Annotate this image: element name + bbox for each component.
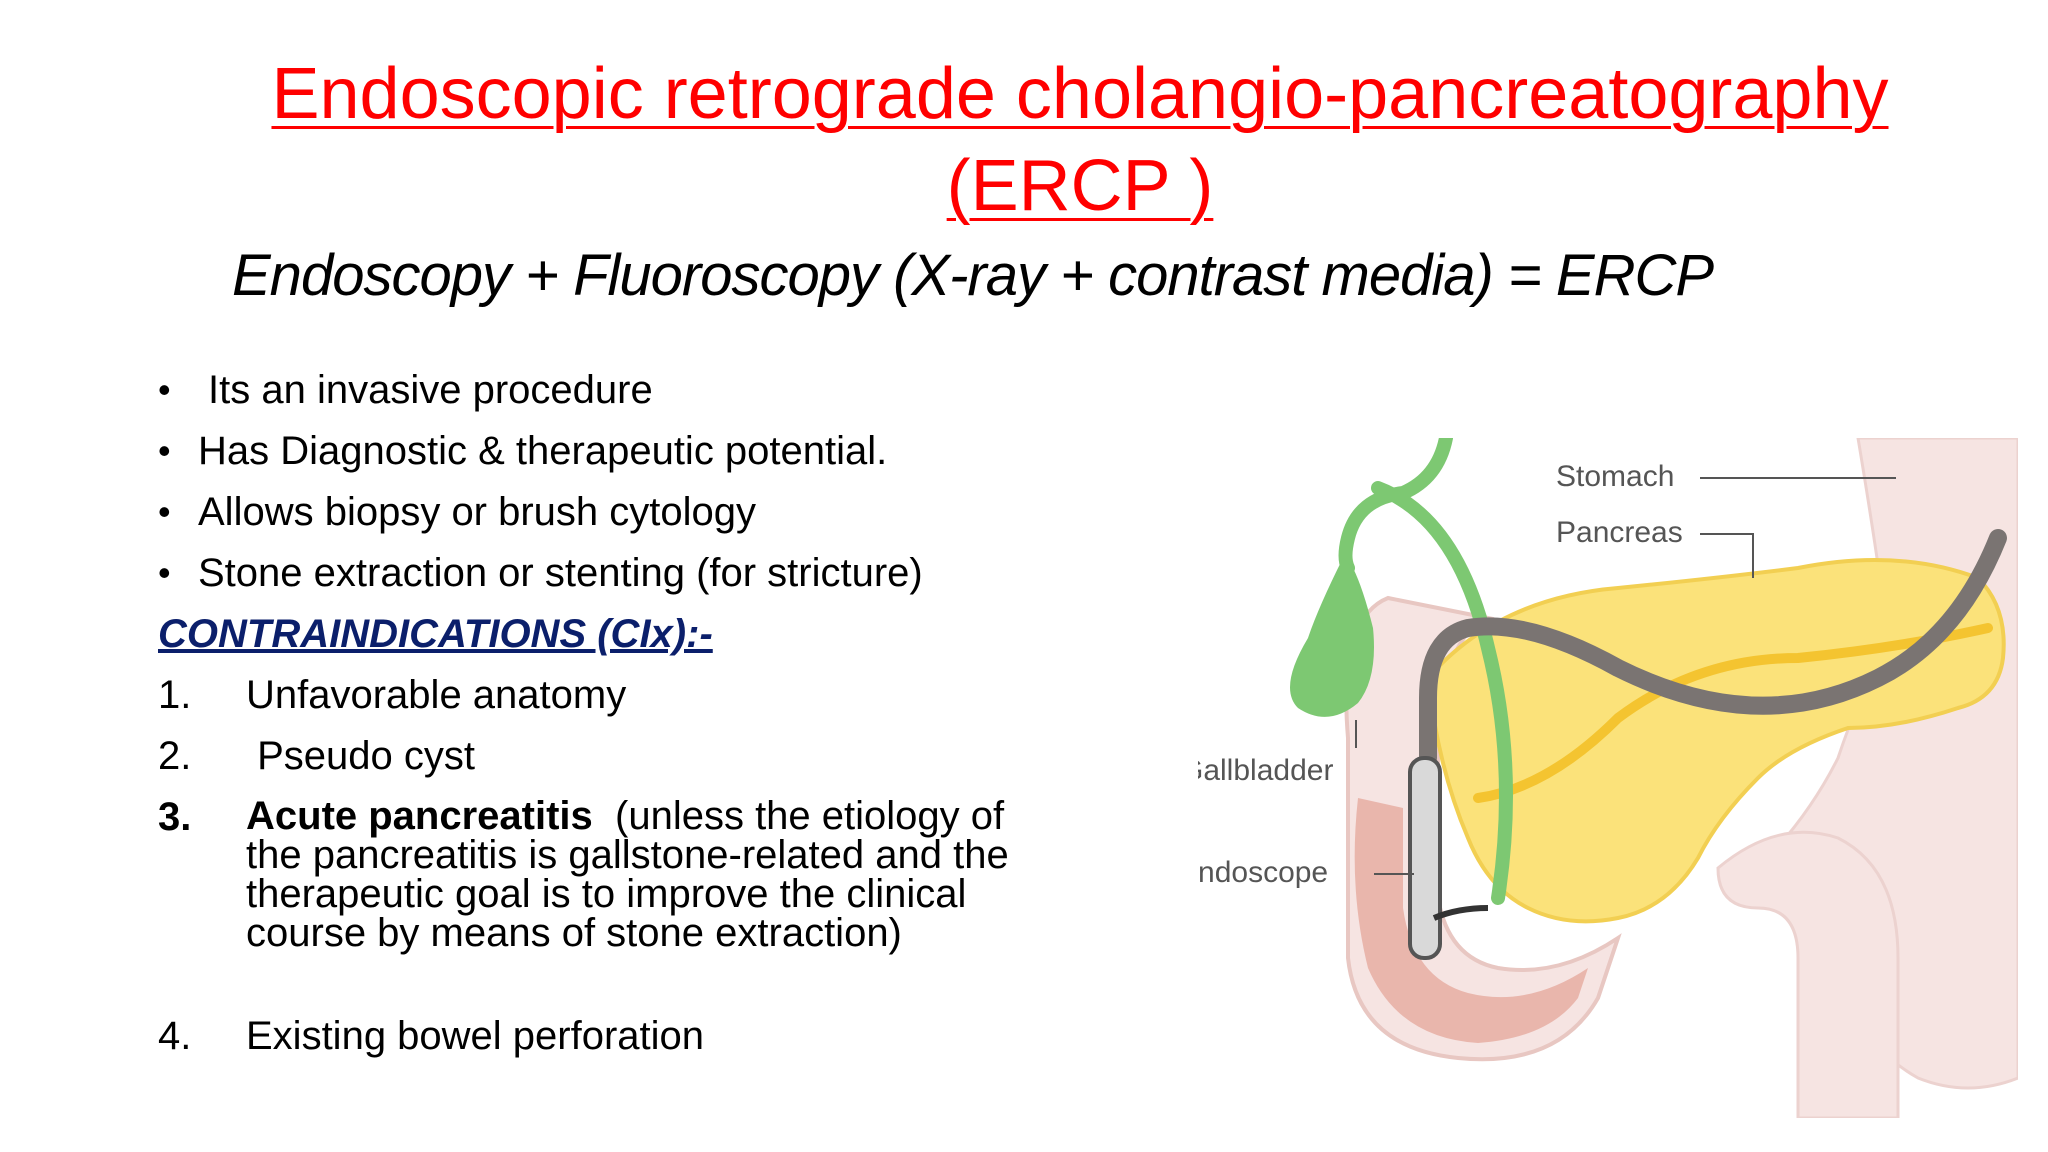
bullet-text: Stone extraction or stenting (for strict… — [198, 551, 923, 595]
bullet-dot: • — [158, 552, 171, 593]
item-number: 2. — [158, 734, 192, 778]
contraindication-item: 4. Existing bowel perforation — [158, 1008, 1038, 1069]
bullet-text: Its an invasive procedure — [208, 368, 653, 412]
gallbladder-shape — [1290, 558, 1374, 717]
bile-duct — [1338, 438, 1513, 905]
bullet-text: Has Diagnostic & therapeutic potential. — [198, 429, 888, 473]
contraindication-item: 1. Unfavorable anatomy — [158, 667, 1038, 728]
contraindication-item: 2. Pseudo cyst — [158, 728, 1038, 789]
item-number: 3. — [158, 795, 192, 839]
title-line-2: (ERCP ) — [946, 146, 1214, 226]
bullet-item: • Stone extraction or stenting (for stri… — [158, 545, 1038, 606]
ercp-anatomy-diagram: Stomach Pancreas Gallbladder Endoscope — [1198, 438, 2018, 1118]
endoscope-catheter — [1432, 905, 1489, 921]
item-detail-text: (unless the etiology of the pancreatitis… — [246, 794, 1020, 955]
bullet-dot: • — [158, 369, 171, 410]
bullet-item: • Has Diagnostic & therapeutic potential… — [158, 423, 1038, 484]
contraindications-heading: CONTRAINDICATIONS (CIx):- — [158, 612, 713, 656]
item-text: Acute pancreatitis (unless the etiology … — [246, 789, 1026, 953]
item-bold-text: Acute pancreatitis — [246, 794, 593, 838]
contraindication-item: 3. Acute pancreatitis (unless the etiolo… — [158, 789, 1038, 1008]
bullet-text: Allows biopsy or brush cytology — [198, 490, 757, 534]
label-gallbladder: Gallbladder — [1198, 754, 1333, 787]
bullet-dot: • — [158, 491, 171, 532]
duodenum-wall — [1354, 798, 1588, 1043]
intestine-loop — [1716, 830, 1900, 1118]
item-text: Unfavorable anatomy — [246, 673, 627, 717]
item-number: 4. — [158, 1014, 192, 1058]
title-line-1: Endoscopic retrograde cholangio-pancreat… — [271, 54, 1889, 134]
item-number: 1. — [158, 673, 192, 717]
endoscope-tube — [1419, 529, 2007, 767]
item-text: Existing bowel perforation — [246, 1014, 705, 1058]
bullet-item: • Its an invasive procedure — [158, 362, 1038, 423]
item-text: Pseudo cyst — [246, 734, 476, 778]
slide-title: Endoscopic retrograde cholangio-pancreat… — [230, 48, 1930, 232]
content-list: • Its an invasive procedure • Has Diagno… — [158, 362, 1038, 1069]
label-pancreas: Pancreas — [1556, 516, 1683, 549]
pancreas-leader-line — [1700, 533, 1754, 578]
bullet-item: • Allows biopsy or brush cytology — [158, 484, 1038, 545]
endoscope-tip — [1408, 756, 1442, 960]
bullet-dot: • — [158, 430, 171, 471]
ercp-formula: Endoscopy + Fluoroscopy (X-ray + contras… — [232, 243, 1714, 308]
pancreatic-duct — [1473, 623, 1993, 803]
label-stomach: Stomach — [1556, 460, 1674, 493]
label-endoscope: Endoscope — [1198, 856, 1328, 889]
